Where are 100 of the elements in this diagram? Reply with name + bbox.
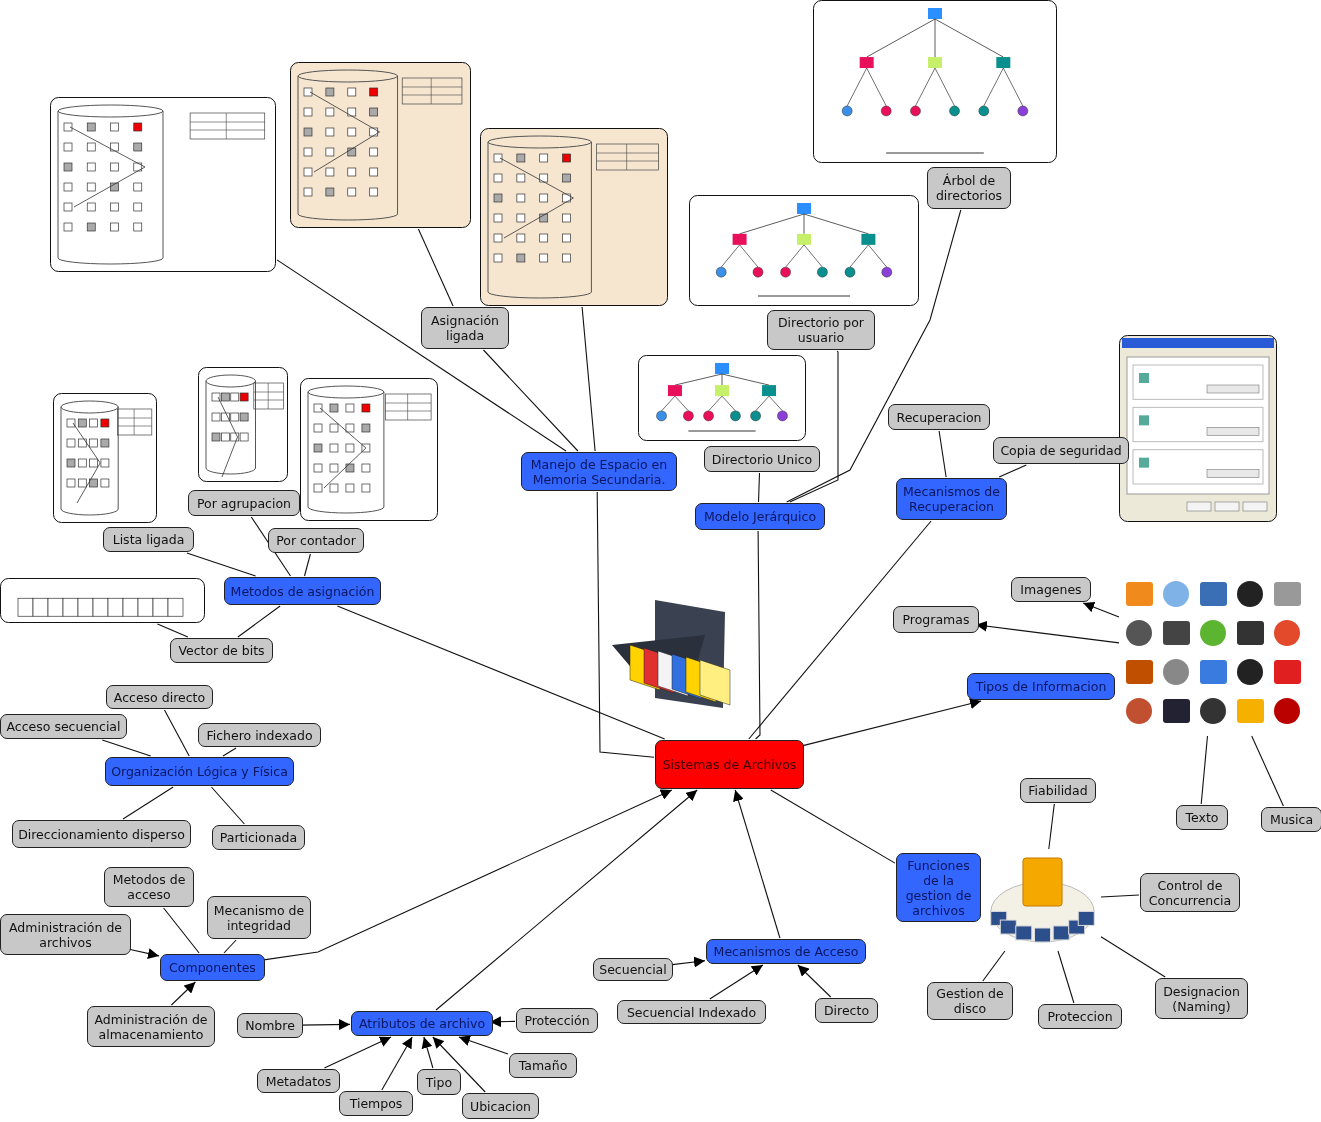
disk-blocks-drawing — [50, 97, 276, 272]
connector-line — [276, 259, 567, 452]
concept-box: Gestion de disco — [927, 982, 1013, 1020]
concept-box: Mecanismos de Recuperacion — [896, 478, 1007, 520]
concept-box: Protección — [516, 1008, 598, 1033]
concept-box: Administración de almacenamiento — [87, 1006, 215, 1047]
connector-line — [1100, 936, 1166, 978]
concept-box: Direccionamiento disperso — [12, 820, 191, 848]
concept-box: Por agrupacion — [188, 490, 300, 516]
concept-box: Programas — [893, 606, 979, 633]
concept-box: Proteccion — [1038, 1004, 1122, 1029]
arrow — [458, 1035, 509, 1055]
disk-blocks-drawing — [290, 62, 471, 228]
bit-vector-drawing — [0, 578, 205, 623]
arrow — [709, 964, 764, 1000]
connector-line — [786, 209, 962, 503]
connector-line — [1057, 950, 1075, 1004]
connector-line — [998, 464, 1027, 478]
disk-blocks-drawing — [480, 128, 668, 306]
concept-box: Tamaño — [509, 1053, 577, 1078]
connector-line — [163, 709, 190, 757]
connector-line — [222, 747, 237, 757]
connector-line — [757, 472, 761, 503]
connector-line — [186, 552, 257, 577]
arrow — [421, 1036, 434, 1069]
connector-line — [156, 623, 189, 638]
concept-box: Atributos de archivo — [351, 1011, 493, 1036]
arrow — [435, 789, 698, 1011]
connector-line — [982, 950, 1006, 982]
concept-box: Funciones de la gestion de archivos — [896, 853, 981, 922]
concept-box: Acceso secuencial — [0, 714, 127, 739]
concept-box: Metodos de asignación — [224, 577, 381, 605]
concept-box: Modelo Jerárquico — [695, 503, 825, 530]
connector-line — [1251, 735, 1284, 807]
concept-box: Musica — [1261, 807, 1321, 832]
concept-box: Directo — [815, 998, 878, 1023]
concept-box: Secuencial — [593, 958, 673, 981]
arrow — [170, 981, 196, 1006]
connector-line — [1100, 894, 1140, 898]
connector-line — [336, 605, 666, 740]
connector-line — [770, 789, 896, 864]
concept-box: Mecanismos de Acceso — [706, 939, 866, 964]
concept-box: Componentes — [160, 954, 265, 981]
connector-line — [237, 605, 281, 638]
concept-box: Metodos de acceso — [104, 867, 194, 907]
concept-box: Administración de archivos — [0, 914, 131, 955]
dialog-window-drawing — [1119, 335, 1277, 522]
arrow — [733, 789, 781, 939]
connector-line — [755, 530, 761, 740]
concept-box: Fichero indexado — [198, 723, 321, 747]
arrow — [323, 1036, 392, 1069]
concept-box: Vector de bits — [170, 638, 273, 663]
concept-box: Control de Concurrencia — [1140, 873, 1240, 912]
connector-line — [250, 516, 292, 577]
connector-line — [163, 907, 200, 954]
directory-tree-drawing — [813, 0, 1057, 163]
concept-box: Secuencial Indexado — [617, 1000, 766, 1024]
connector-line — [122, 786, 174, 820]
concept-box: Directorio Unico — [704, 446, 820, 472]
concept-box: Directorio por usuario — [767, 310, 875, 350]
connector-line — [1048, 803, 1055, 850]
arrow — [797, 964, 832, 998]
disk-blocks-drawing — [300, 378, 438, 521]
concept-box: Nombre — [237, 1013, 303, 1038]
arrow — [1082, 601, 1120, 618]
disk-blocks-drawing — [198, 367, 288, 482]
concept-box: Sistemas de Archivos — [655, 740, 804, 789]
concept-box: Tiempos — [339, 1091, 413, 1116]
concept-box: Particionada — [212, 825, 305, 850]
concept-box: Mecanismo de integridad — [207, 896, 311, 939]
connector-line — [223, 939, 237, 954]
concept-box: Organización Lógica y Física — [105, 757, 294, 786]
concept-box: Designacion (Naming) — [1155, 978, 1248, 1019]
concept-box: Tipos de Informacion — [967, 673, 1115, 700]
concept-box: Fiabilidad — [1020, 778, 1096, 803]
directory-tree-drawing — [638, 355, 806, 441]
connector-line — [417, 228, 454, 307]
connector-line — [303, 553, 311, 577]
connector-line — [789, 350, 839, 503]
concept-box: Lista ligada — [103, 527, 194, 552]
disk-blocks-drawing — [53, 393, 157, 523]
concept-box: Recuperacion — [888, 404, 990, 430]
concept-box: Manejo de Espacio en Memoria Secundaria. — [521, 452, 677, 491]
concept-box: Tipo — [417, 1069, 461, 1095]
directory-tree-drawing — [689, 195, 919, 306]
concept-box: Metadatos — [257, 1069, 340, 1093]
connector-line — [938, 430, 947, 478]
concept-box: Acceso directo — [106, 685, 213, 709]
connector-line — [101, 739, 152, 757]
concept-box: Imagenes — [1011, 577, 1091, 602]
connector-line — [748, 520, 932, 740]
arrow — [432, 1036, 486, 1093]
arrow — [381, 1036, 413, 1091]
concept-box: Texto — [1176, 805, 1228, 830]
concept-box: Por contador — [268, 528, 364, 553]
connector-line — [1200, 735, 1209, 805]
connector-line — [482, 349, 579, 452]
connector-line — [210, 786, 245, 825]
concept-box: Asignación ligada — [421, 307, 509, 349]
connector-line — [596, 491, 655, 758]
